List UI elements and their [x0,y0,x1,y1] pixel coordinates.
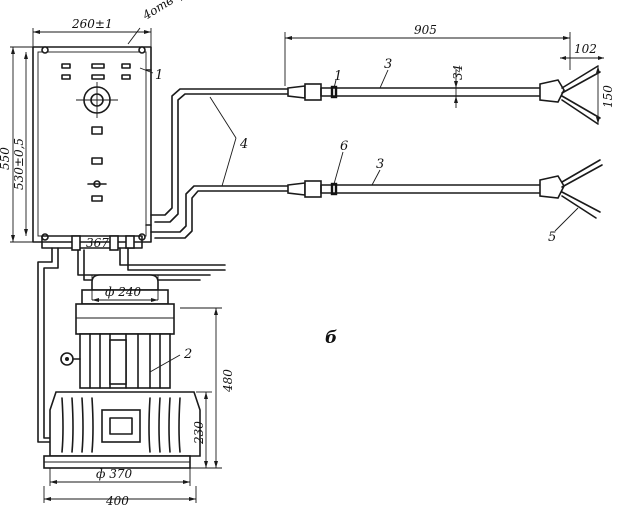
callouts: 1 2 3 3 4 5 6 1 б [139,57,579,362]
motor-dimensions: ф 240 480 230 ф 370 400 [43,275,235,507]
pipes [37,247,226,443]
dim-base-height: 230 [192,421,206,445]
motor [43,274,201,469]
upper-tool [287,65,601,125]
dim-clamp-spread: 150 [601,85,615,108]
dim-motor-height: 480 [221,369,235,393]
dim-holes: 4отв ф10 [139,0,200,23]
label-2: 2 [183,347,192,362]
label-3b: 3 [376,157,384,172]
dim-panel-base: 367 [86,236,109,250]
label-4: 4 [239,137,248,152]
panel-dimensions: 260±1 4отв ф10 550 530±0,5 367 [0,0,200,250]
hoses [150,88,289,239]
dim-motor-dia: ф 240 [105,285,141,299]
lower-tool [287,159,603,219]
tool-dimensions: 905 34 102 150 [284,23,615,124]
dim-cable-length: 905 [414,23,437,37]
dim-panel-inner: 530±0,5 [12,138,26,190]
label-1-upper-tool: 1 [334,69,342,84]
label-1: 1 [155,68,163,83]
label-5: 5 [548,230,556,245]
dim-cable-dia: 34 [451,65,465,80]
label-3a: 3 [384,57,392,72]
dim-clamp-width: 102 [574,42,597,56]
dim-base-width: 400 [105,494,129,507]
dim-panel-width: 260±1 [71,17,113,31]
label-6: 6 [340,139,348,154]
view-label: б [325,328,337,348]
control-panel [32,46,152,251]
dim-base-dia: ф 370 [96,467,132,481]
dim-panel-height: 550 [0,147,12,170]
